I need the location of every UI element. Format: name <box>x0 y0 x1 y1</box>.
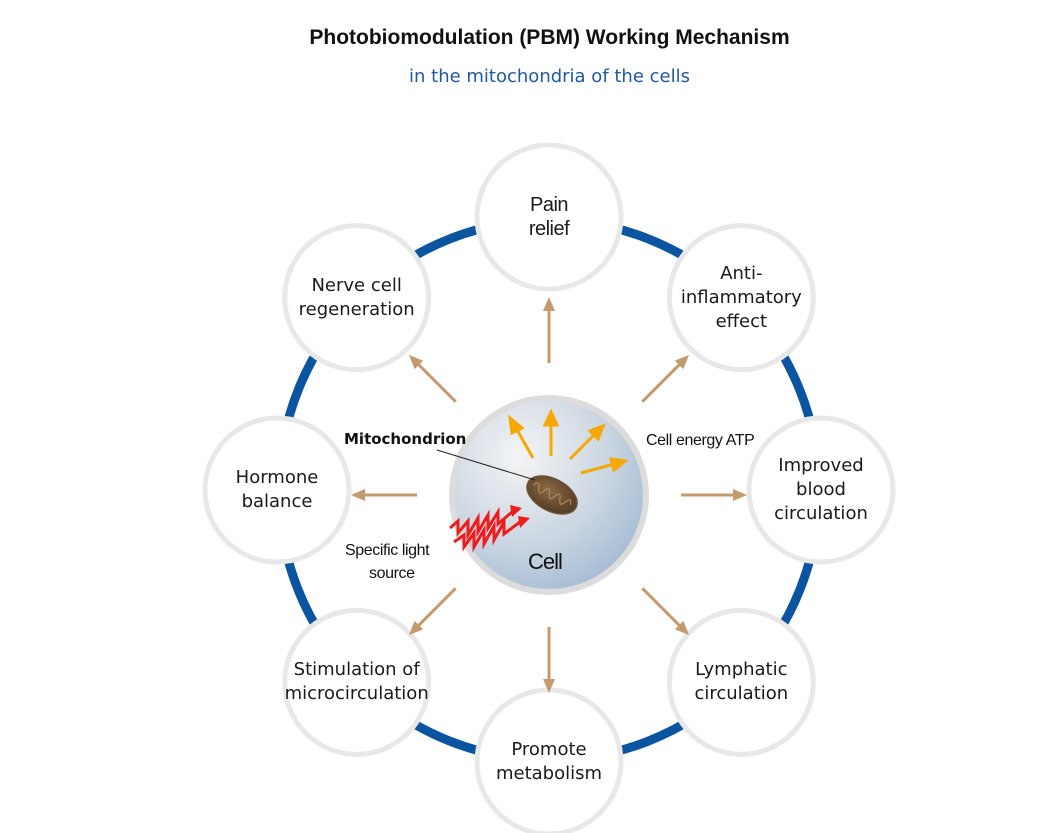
node-label-promote-metabolism: Promote metabolism <box>474 738 624 786</box>
cell-label: Cell <box>528 549 563 574</box>
node-circle-lymphatic-circulation <box>666 607 816 757</box>
light-wave-icon <box>449 506 521 553</box>
node-label-line: blood <box>796 479 846 500</box>
node-label-line: regeneration <box>298 298 415 320</box>
atp-arrowhead <box>608 457 629 473</box>
diagram-subtitle: in the mitochondria of the cells <box>409 66 690 87</box>
effect-arrow-nerve-cell-regeneration <box>415 361 457 403</box>
mitochondrion-pointer <box>436 449 536 481</box>
effect-arrow-anti-inflammatory <box>641 361 683 403</box>
node-label-line: metabolism <box>495 763 603 784</box>
node-label-line: Lymphatic <box>695 659 788 681</box>
atp-arrowhead <box>508 414 525 436</box>
node-circle-hormone-balance <box>202 415 352 565</box>
light-wave-arrowhead <box>510 505 522 517</box>
atp-arrows <box>508 408 629 475</box>
node-circle-improved-blood-circulation <box>746 415 896 565</box>
effect-arrowhead-promote-metabolism <box>543 679 555 693</box>
diagram-title: Photobiomodulation (PBM) Working Mechani… <box>309 26 790 49</box>
effect-arrow-lymphatic-circulation <box>641 587 683 629</box>
effect-arrowhead-pain-relief <box>543 297 555 311</box>
mitochondrion-icon <box>526 475 578 515</box>
effect-arrowhead-nerve-cell-regeneration <box>408 354 424 370</box>
node-label-line: microcirculation <box>284 683 429 705</box>
effect-arrowhead-hormone-balance <box>351 489 365 501</box>
effect-arrowhead-stimulation-microcirculation <box>408 620 424 636</box>
node-label-line: inflammatory <box>680 286 802 308</box>
atp-arrow <box>568 432 597 461</box>
node-circle-anti-inflammatory <box>666 223 816 373</box>
node-label-improved-blood-circulation: Improved blood circulation <box>746 454 896 526</box>
light-source-label-line1: Specific light <box>345 542 430 559</box>
node-label-line: Anti- <box>720 262 763 284</box>
node-label-line: relief <box>528 218 570 240</box>
node-label-line: Stimulation of <box>293 659 420 681</box>
effect-arrow-stimulation-microcirculation <box>415 587 457 629</box>
light-source-label-line2: source <box>369 565 415 582</box>
effect-arrowhead-improved-blood-circulation <box>733 489 747 501</box>
mitochondrion-label: Mitochondrion <box>344 430 467 448</box>
atp-arrowhead <box>587 423 606 442</box>
node-label-line: Pain <box>529 194 569 216</box>
node-label-line: Promote <box>511 739 587 760</box>
node-label-line: Improved <box>778 455 864 476</box>
atp-arrow <box>514 427 535 459</box>
cell-energy-atp-label: Cell energy ATP <box>646 432 755 449</box>
light-wave-arrowhead <box>518 516 530 528</box>
node-label-line: circulation <box>694 683 789 705</box>
effect-arrowhead-lymphatic-circulation <box>674 620 690 636</box>
effect-arrowhead-anti-inflammatory <box>674 354 690 370</box>
atp-arrowhead <box>542 408 560 427</box>
node-label-line: Hormone <box>235 467 319 488</box>
node-circle-nerve-cell-regeneration <box>282 223 432 373</box>
node-label-line: effect <box>715 310 768 332</box>
node-label-hormone-balance: Hormone balance <box>202 466 352 514</box>
node-circle-pain-relief <box>474 142 624 292</box>
node-label-line: circulation <box>774 503 868 524</box>
node-circle-stimulation-microcirculation <box>282 607 432 757</box>
node-label-line: Nerve cell <box>311 274 402 296</box>
atp-arrow <box>580 462 615 475</box>
node-label-line: balance <box>241 491 313 512</box>
